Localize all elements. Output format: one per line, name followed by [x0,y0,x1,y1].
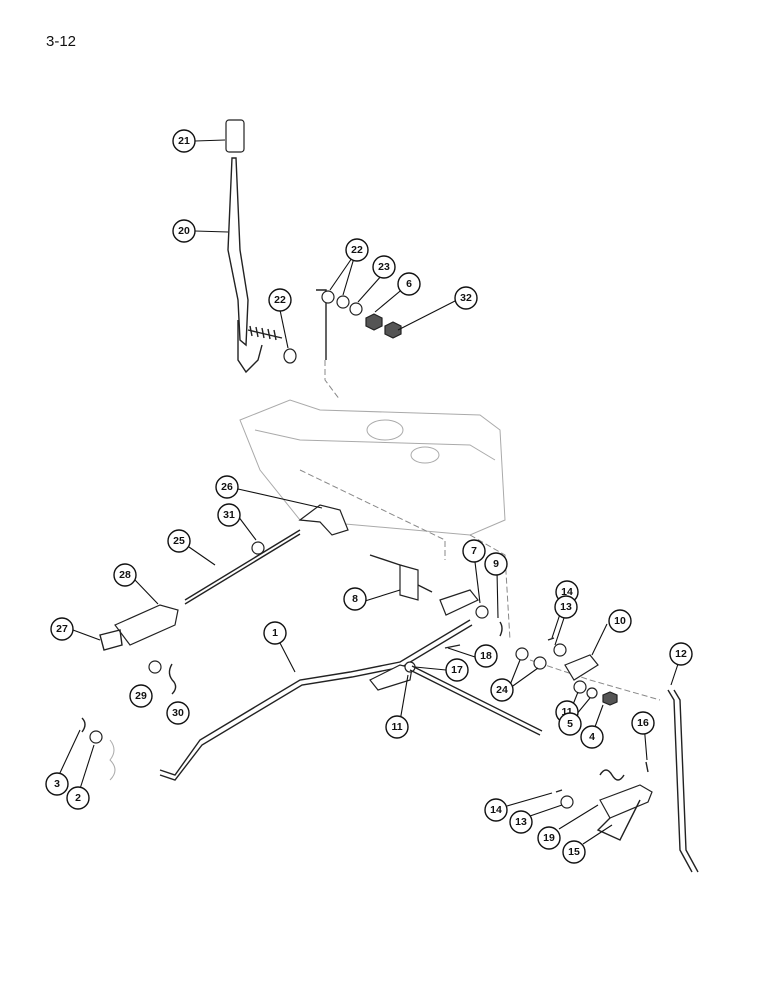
svg-text:22: 22 [351,244,363,256]
right-hardware [515,637,618,706]
transmission-housing [239,360,661,701]
callout-29: 29 [129,684,153,708]
lever-knob [225,119,245,153]
callout-3: 3 [45,772,69,796]
svg-text:13: 13 [560,601,572,613]
svg-text:10: 10 [614,615,626,627]
callout-13: 13 [554,595,578,619]
svg-text:29: 29 [135,690,147,702]
svg-text:11: 11 [391,721,402,733]
callout-19: 19 [537,826,561,850]
callout-9: 9 [484,552,508,576]
callout-20: 20 [172,219,196,243]
rod-12 [667,689,693,873]
callout-16: 16 [631,711,655,735]
svg-text:16: 16 [637,717,649,729]
callout-21: 21 [172,129,196,153]
lower-arm-assembly [555,761,653,841]
lower-left-hardware [81,717,116,781]
callout-22: 22 [345,238,369,262]
callout-13: 13 [509,810,533,834]
svg-text:17: 17 [451,664,463,676]
svg-text:8: 8 [352,593,358,605]
svg-text:20: 20 [178,225,190,237]
page-number: 3-12 [46,33,77,50]
callout-6: 6 [397,272,421,296]
svg-text:2: 2 [75,792,81,804]
svg-text:4: 4 [589,731,595,743]
svg-text:19: 19 [543,832,555,844]
callout-10: 10 [608,609,632,633]
shift-lever [227,157,249,347]
callout-22: 22 [268,288,292,312]
callouts: 21 20 22 22 23 6 32 26 31 25 28 27 29 30… [45,129,693,864]
svg-text:18: 18 [480,650,492,662]
svg-text:22: 22 [274,294,286,306]
callout-24: 24 [490,678,514,702]
svg-text:14: 14 [561,586,573,598]
callout-7: 7 [462,539,486,563]
rod-17-assembly [369,644,543,736]
callout-5: 5 [558,712,582,736]
svg-text:5: 5 [567,718,573,730]
svg-text:32: 32 [460,292,472,304]
bracket-assembly [369,554,503,637]
callout-11: 11 [385,715,409,739]
svg-text:30: 30 [172,707,184,719]
callout-28: 28 [113,563,137,587]
svg-text:21: 21 [178,135,190,147]
callout-1: 1 [263,621,287,645]
svg-text:24: 24 [496,684,508,696]
callout-17: 17 [445,658,469,682]
svg-text:15: 15 [568,846,580,858]
callout-8: 8 [343,587,367,611]
shift-lever-assembly [225,119,402,374]
svg-text:13: 13 [515,816,527,828]
callout-30: 30 [166,701,190,725]
svg-text:25: 25 [173,535,185,547]
svg-text:6: 6 [406,278,412,290]
svg-text:26: 26 [221,481,233,493]
callout-15: 15 [562,840,586,864]
svg-text:1: 1 [272,627,278,639]
svg-text:28: 28 [119,569,131,581]
svg-text:27: 27 [56,623,68,635]
svg-text:12: 12 [675,648,687,660]
callout-27: 27 [50,617,74,641]
callout-23: 23 [372,255,396,279]
callout-31: 31 [217,503,241,527]
cable-assembly [99,504,349,695]
svg-text:11: 11 [561,706,572,718]
leader-lines [58,139,682,845]
callout-26: 26 [215,475,239,499]
svg-text:23: 23 [378,261,390,273]
callout-2: 2 [66,786,90,810]
svg-text:9: 9 [493,558,499,570]
callout-4: 4 [580,725,604,749]
svg-text:7: 7 [471,545,477,557]
callout-14: 14 [484,798,508,822]
callout-25: 25 [167,529,191,553]
callout-18: 18 [474,644,498,668]
rod-1 [159,619,471,776]
svg-text:3: 3 [54,778,60,790]
callout-12: 12 [669,642,693,666]
callout-32: 32 [454,286,478,310]
svg-text:31: 31 [223,509,235,521]
svg-text:14: 14 [490,804,502,816]
